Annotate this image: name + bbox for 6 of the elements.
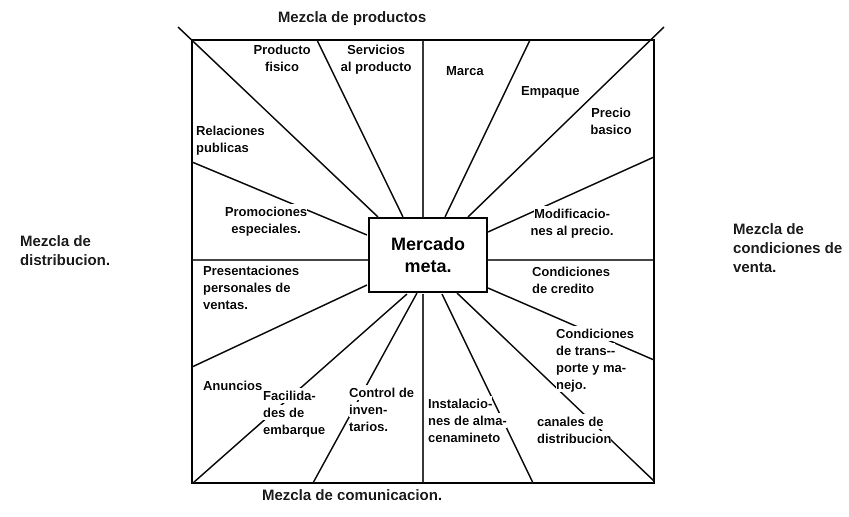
sector-label: Facilida- des de embarque [263,387,326,438]
center-box: Mercado meta. [368,217,488,293]
sector-label: Promociones especiales. [224,203,308,237]
sector-label: Condiciones de trans-- porte y ma- nejo. [556,325,636,393]
sector-label: Modificacio- nes al precio. [529,205,615,239]
group-heading: Mezcla de productos [276,8,428,27]
